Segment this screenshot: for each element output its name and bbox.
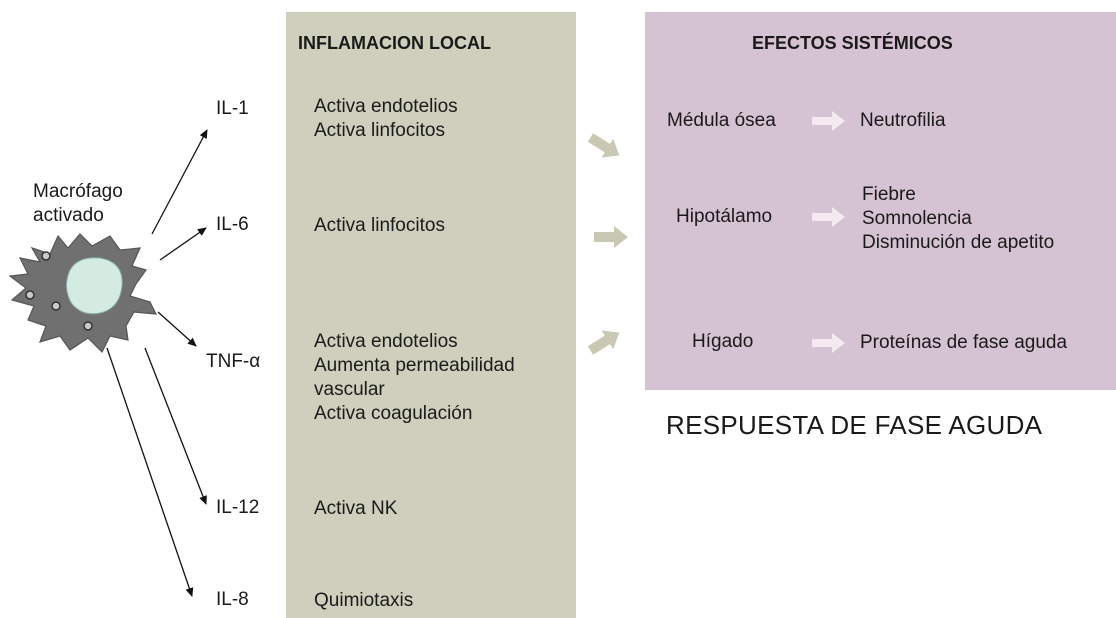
tnf-effects: Activa endotelios Aumenta permeabilidad … [314, 330, 515, 426]
block-arrow-upper [587, 133, 620, 158]
small-arrow-row3 [812, 333, 845, 353]
il1-effects: Activa endotelios Activa linfocitos [314, 95, 458, 143]
organ-hypothalamus: Hipotálamo [676, 206, 773, 227]
il6-effects: Activa linfocitos [314, 214, 445, 238]
arrow-il1 [151, 129, 208, 235]
macrophage-label-line2: activado [33, 205, 104, 226]
arrow-il6 [159, 227, 207, 261]
small-arrow-row1 [812, 111, 845, 131]
arrow-tnf [157, 311, 197, 347]
effect-line: Activa linfocitos [314, 120, 445, 141]
small-arrow-row2 [812, 207, 845, 227]
arrow-il12 [144, 347, 207, 505]
macrophage-label: Macrófago activado [33, 180, 123, 228]
systemic-effects-panel [645, 12, 1116, 390]
cytokine-tnf-alpha: TNF-α [206, 351, 261, 372]
macrophage-label-line1: Macrófago [33, 181, 123, 202]
organ-bone-marrow: Médula ósea [667, 110, 776, 131]
effect-line: Activa coagulación [314, 403, 473, 424]
cytokine-il1: IL-1 [216, 98, 249, 119]
effect-line: Proteínas de fase aguda [860, 332, 1068, 353]
effect-line: Activa linfocitos [314, 215, 445, 236]
il12-effects: Activa NK [314, 497, 397, 521]
cytokine-il6: IL-6 [216, 214, 249, 235]
effect-line: vascular [314, 379, 385, 400]
effect-line: Neutrofilia [860, 110, 946, 131]
acute-phase-response-title: RESPUESTA DE FASE AGUDA [666, 410, 1043, 440]
systemic-effects-row1: Neutrofilia [860, 109, 946, 133]
organ-liver: Hígado [692, 331, 754, 352]
effect-line: Aumenta permeabilidad [314, 355, 515, 376]
block-arrow-lower [587, 330, 620, 355]
effect-line: Activa NK [314, 498, 398, 519]
effect-line: Somnolencia [862, 208, 972, 229]
effect-line: Disminución de apetito [862, 232, 1055, 253]
block-arrow-middle [594, 226, 628, 248]
effect-line: Quimiotaxis [314, 590, 414, 611]
systemic-effects-row3: Proteínas de fase aguda [860, 331, 1067, 355]
effect-line: Activa endotelios [314, 331, 458, 352]
il8-effects: Quimiotaxis [314, 589, 413, 613]
systemic-effects-row2: Fiebre Somnolencia Disminución de apetit… [862, 183, 1054, 255]
cytokine-il8: IL-8 [216, 589, 249, 610]
macrophage-icon [8, 233, 158, 354]
local-panel-title: INFLAMACION LOCAL [298, 33, 491, 53]
effect-line: Activa endotelios [314, 96, 458, 117]
arrow-il8 [106, 347, 194, 597]
systemic-panel-title: EFECTOS SISTÉMICOS [752, 33, 953, 53]
local-inflammation-panel [286, 12, 576, 618]
cytokine-il12: IL-12 [216, 497, 260, 518]
effect-line: Fiebre [862, 184, 916, 205]
